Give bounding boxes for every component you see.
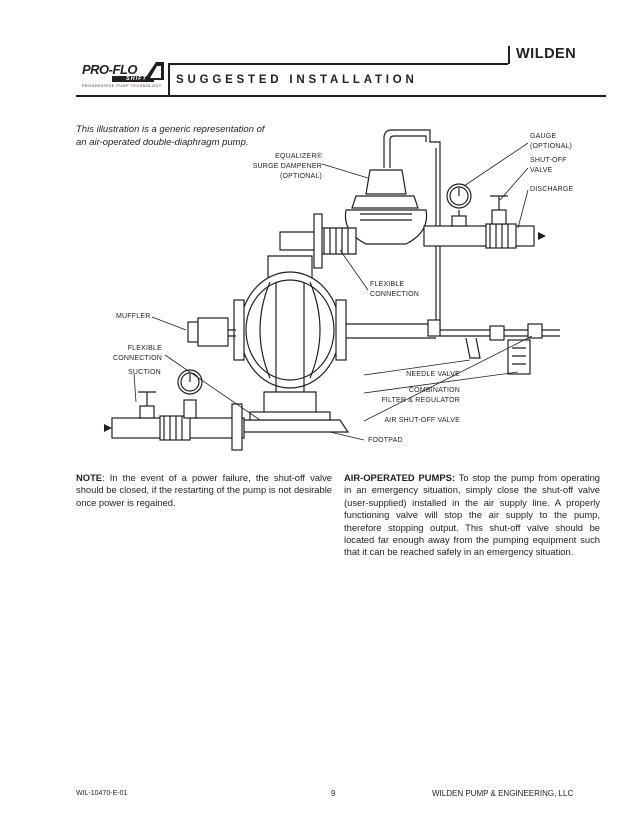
label-air-shutoff: AIR SHUT-OFF VALVE [384,417,460,424]
label-needle-valve: NEEDLE VALVE [406,371,460,378]
suction-gauge [177,369,203,395]
footer-doc-id: WIL-10470-E-01 [76,790,128,797]
discharge-arrow-icon [538,232,546,240]
label-flexible-connection-left: FLEXIBLE CONNECTION [112,345,162,362]
footpad-shape [230,411,350,433]
air-operated-text: To stop the pump from operating in an em… [344,472,600,558]
section-title: SUGGESTED INSTALLATION [176,74,418,86]
discharge-pipe [423,195,535,249]
suction-arrow-icon [104,424,112,432]
air-operated-paragraph: AIR-OPERATED PUMPS: To stop the pump fro… [344,472,600,559]
logo-text: PRO-FLO [82,62,138,77]
intro-text: This illustration is a generic represent… [76,124,265,148]
header-rule-bottom [76,95,606,97]
filter-regulator-shape [465,323,543,375]
suction-pipe [111,391,245,451]
surge-dampener-shape [344,169,428,245]
muffler-shape [187,317,236,347]
label-discharge: DISCHARGE [530,186,574,193]
label-footpad: FOOTPAD [368,437,403,444]
note-paragraph: NOTE: In the event of a power failure, t… [76,472,332,509]
header-rule [168,63,508,65]
label-combination-filter: COMBINATION FILTER & REGULATOR [381,387,460,404]
leader-lines [133,142,533,441]
note-heading: NOTE [76,472,103,483]
logo-tagline: PROGRESSIVE PUMP TECHNOLOGY [82,84,162,88]
pump-body [233,213,357,417]
air-operated-heading: AIR-OPERATED PUMPS: [344,472,455,483]
footer-page-number: 9 [331,789,336,798]
title-divider [168,63,170,96]
wilden-brand: WILDEN [516,46,577,62]
installation-diagram [104,129,560,451]
label-shutoff-valve: SHUT-OFF VALVE [530,157,567,174]
discharge-gauge [446,183,472,209]
label-equalizer: EQUALIZER® SURGE DAMPENER (OPTIONAL) [252,153,322,180]
label-gauge: GAUGE (OPTIONAL) [530,133,573,150]
label-flexible-connection-right: FLEXIBLE CONNECTION [370,281,420,298]
logo-sub [112,76,154,82]
logo-sub-text: SHIFT [126,75,147,82]
proflo-logo: PRO-FLO SHIFT PROGRESSIVE PUMP TECHNOLOG… [82,58,170,92]
label-muffler: MUFFLER [116,313,151,320]
note-text: : In the event of a power failure, the s… [76,472,332,508]
logo-mark-icon [144,62,164,80]
brand-divider [508,46,510,64]
label-suction: SUCTION [128,369,161,376]
footer-company: WILDEN PUMP & ENGINEERING, LLC [432,789,574,798]
